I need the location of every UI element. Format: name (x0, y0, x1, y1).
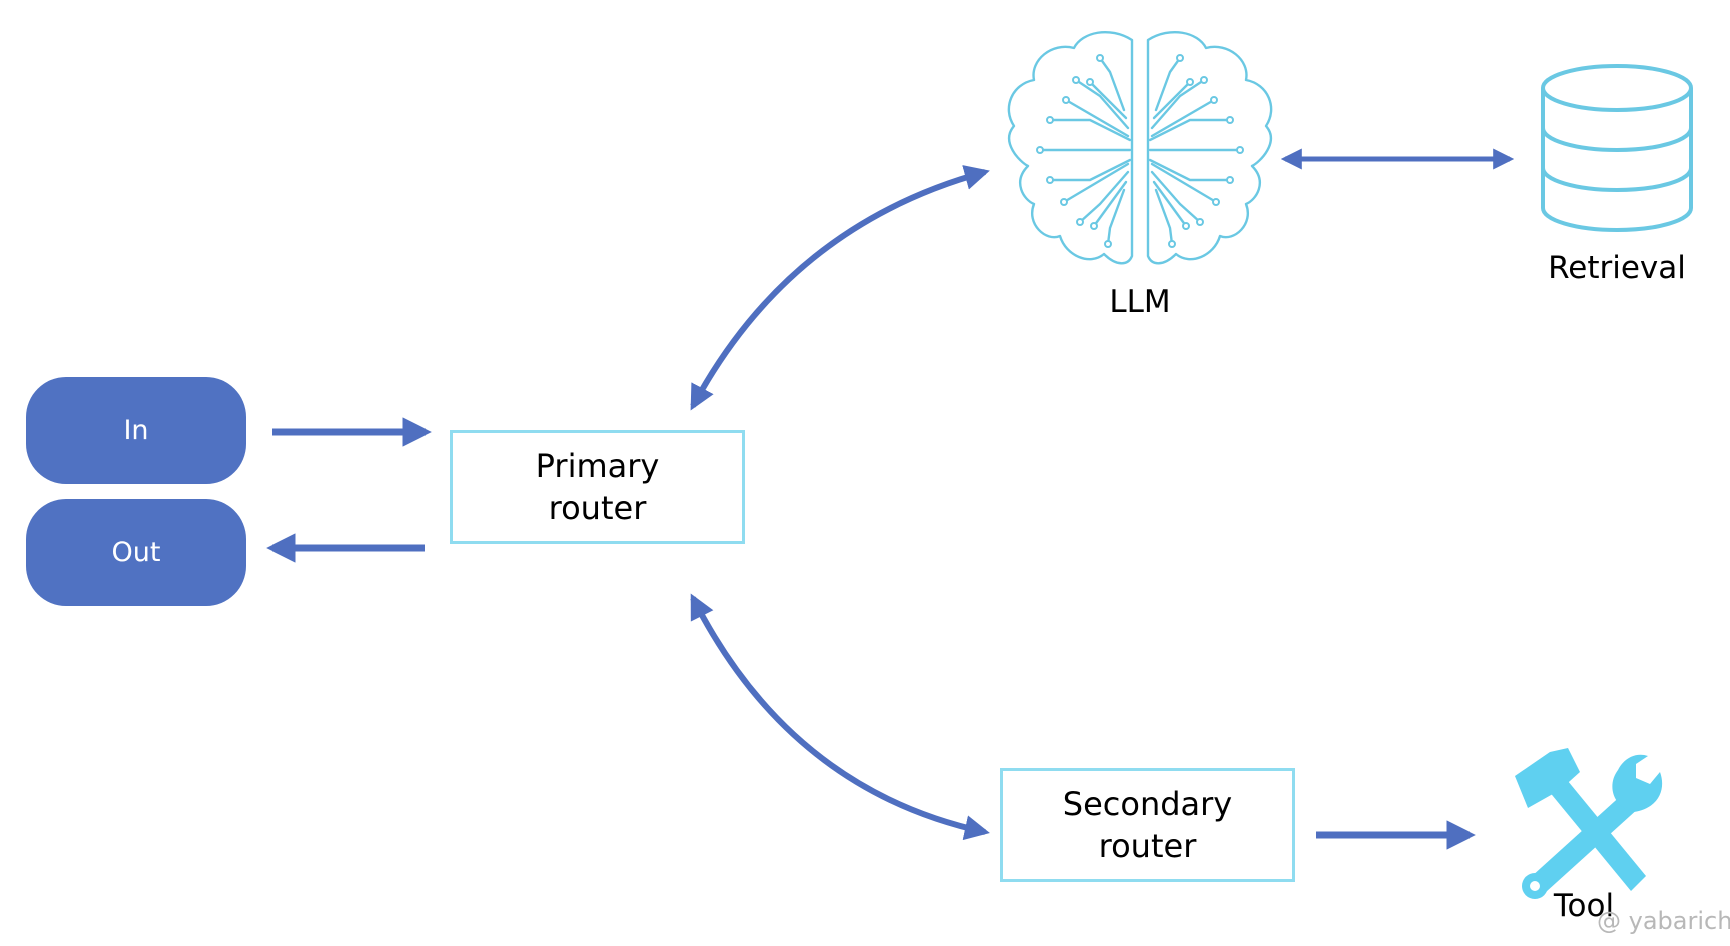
secondary-router-label-line1: Secondary (1062, 785, 1233, 823)
arrow-primary-router-llm (690, 165, 990, 411)
in-node: In (26, 377, 246, 484)
retrieval-label: Retrieval (1548, 250, 1686, 286)
primary-router-label-line2: router (548, 489, 647, 527)
secondary-router-label-line2: router (1098, 827, 1197, 865)
primary-router-node: Primary router (450, 430, 745, 544)
out-node: Out (26, 499, 246, 606)
watermark: @ yabarich (1597, 907, 1730, 935)
tool-label: Tool (1553, 888, 1615, 924)
primary-router-label-line1: Primary (535, 447, 660, 485)
arrow-primary-router-secondary-router (690, 593, 990, 841)
secondary-router-node: Secondary router (1000, 768, 1295, 882)
out-label: Out (111, 537, 161, 568)
in-label: In (123, 415, 149, 446)
llm-label: LLM (1109, 284, 1171, 320)
